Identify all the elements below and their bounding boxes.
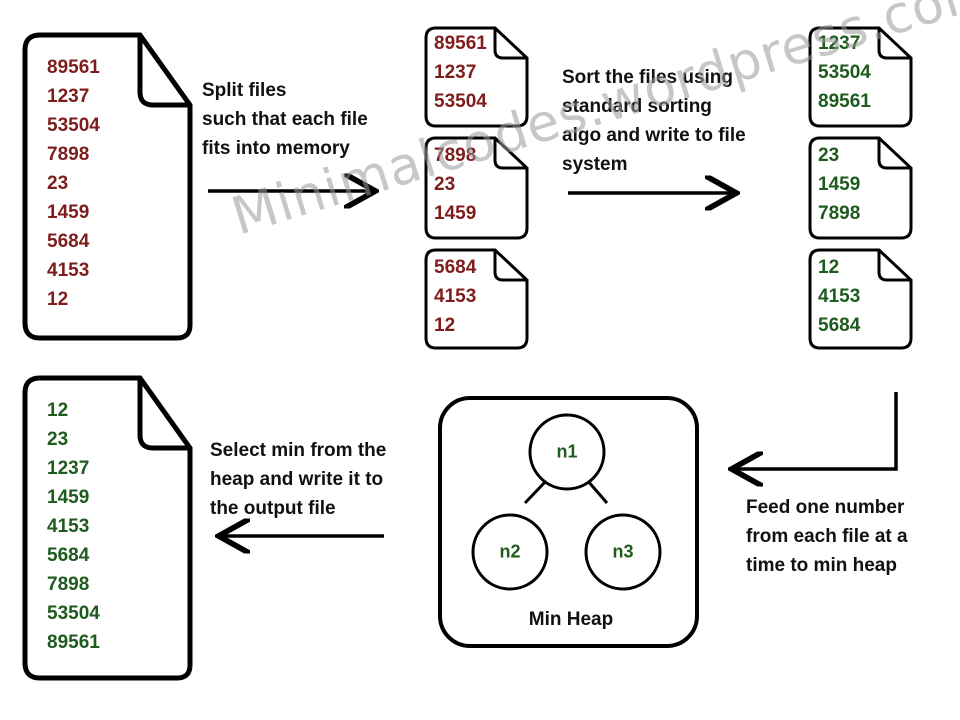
select-step-label: Select min from the heap and write it to… — [210, 440, 387, 519]
number-item: 53504 — [818, 62, 871, 83]
number-item: 1459 — [818, 174, 861, 195]
number-item: 5684 — [47, 231, 90, 252]
number-item: 1237 — [47, 458, 90, 479]
heap-node-n3-circle — [584, 513, 662, 591]
number-item: 1237 — [818, 33, 861, 54]
heap-node-n1-circle — [528, 413, 606, 491]
number-item: 23 — [47, 173, 69, 194]
feed-arrow-icon — [735, 392, 898, 469]
heap-tree-edges — [523, 478, 609, 505]
heap-node-n1-label: n1 — [556, 441, 578, 462]
sorted-file-1-icon — [808, 26, 913, 128]
number-item: 1459 — [47, 202, 90, 223]
number-item: 89561 — [47, 57, 100, 78]
number-item: 12 — [47, 289, 69, 310]
sorted-file-3-numbers: 12 4153 5684 — [818, 253, 860, 340]
output-file-numbers: 12 23 1237 1459 4153 5684 7898 53504 895… — [47, 396, 100, 657]
number-item: 4153 — [47, 260, 90, 281]
number-item: 5684 — [434, 257, 477, 278]
sort-step-label: Sort the files using standard sorting al… — [562, 67, 746, 175]
number-item: 23 — [47, 429, 69, 450]
sorted-file-3-icon — [808, 248, 913, 350]
split-step-label: Split files such that each file fits int… — [202, 80, 368, 159]
number-item: 7898 — [434, 145, 477, 166]
feed-step-label: Feed one number from each file at a time… — [746, 497, 908, 576]
number-item: 4153 — [818, 286, 861, 307]
number-item: 23 — [818, 145, 840, 166]
heap-title: Min Heap — [528, 609, 614, 630]
chunk-file-3-numbers: 5684 4153 12 — [434, 253, 476, 340]
number-item: 89561 — [434, 33, 487, 54]
heap-node-n2-circle — [471, 513, 549, 591]
number-item: 7898 — [47, 574, 90, 595]
number-item: 12 — [818, 257, 840, 278]
number-item: 12 — [47, 400, 69, 421]
number-item: 4153 — [47, 516, 90, 537]
number-item: 4153 — [434, 286, 477, 307]
heap-node-n2-label: n2 — [499, 541, 521, 562]
number-item: 1459 — [47, 487, 90, 508]
sorted-file-2-numbers: 23 1459 7898 — [818, 141, 860, 228]
number-item: 7898 — [818, 203, 861, 224]
number-item: 53504 — [47, 603, 100, 624]
chunk-file-1-numbers: 89561 1237 53504 — [434, 29, 487, 116]
chunk-file-3-icon — [424, 248, 529, 350]
output-file-icon — [22, 375, 193, 681]
number-item: 1237 — [434, 62, 477, 83]
number-item: 7898 — [47, 144, 90, 165]
number-item: 1237 — [47, 86, 90, 107]
number-item: 5684 — [818, 315, 861, 336]
chunk-file-2-icon — [424, 136, 529, 240]
heap-node-n3-label: n3 — [612, 541, 634, 562]
input-file-numbers: 89561 1237 53504 7898 23 1459 5684 4153 … — [47, 53, 100, 314]
number-item: 89561 — [818, 91, 871, 112]
number-item: 5684 — [47, 545, 90, 566]
number-item: 89561 — [47, 632, 100, 653]
number-item: 53504 — [47, 115, 100, 136]
number-item: 1459 — [434, 203, 477, 224]
sorted-file-1-numbers: 1237 53504 89561 — [818, 29, 871, 116]
number-item: 12 — [434, 315, 456, 336]
input-file-icon — [22, 32, 193, 341]
number-item: 53504 — [434, 91, 487, 112]
number-item: 23 — [434, 174, 456, 195]
chunk-file-1-icon — [424, 26, 529, 128]
chunk-file-2-numbers: 7898 23 1459 — [434, 141, 476, 228]
sorted-file-2-icon — [808, 136, 913, 240]
